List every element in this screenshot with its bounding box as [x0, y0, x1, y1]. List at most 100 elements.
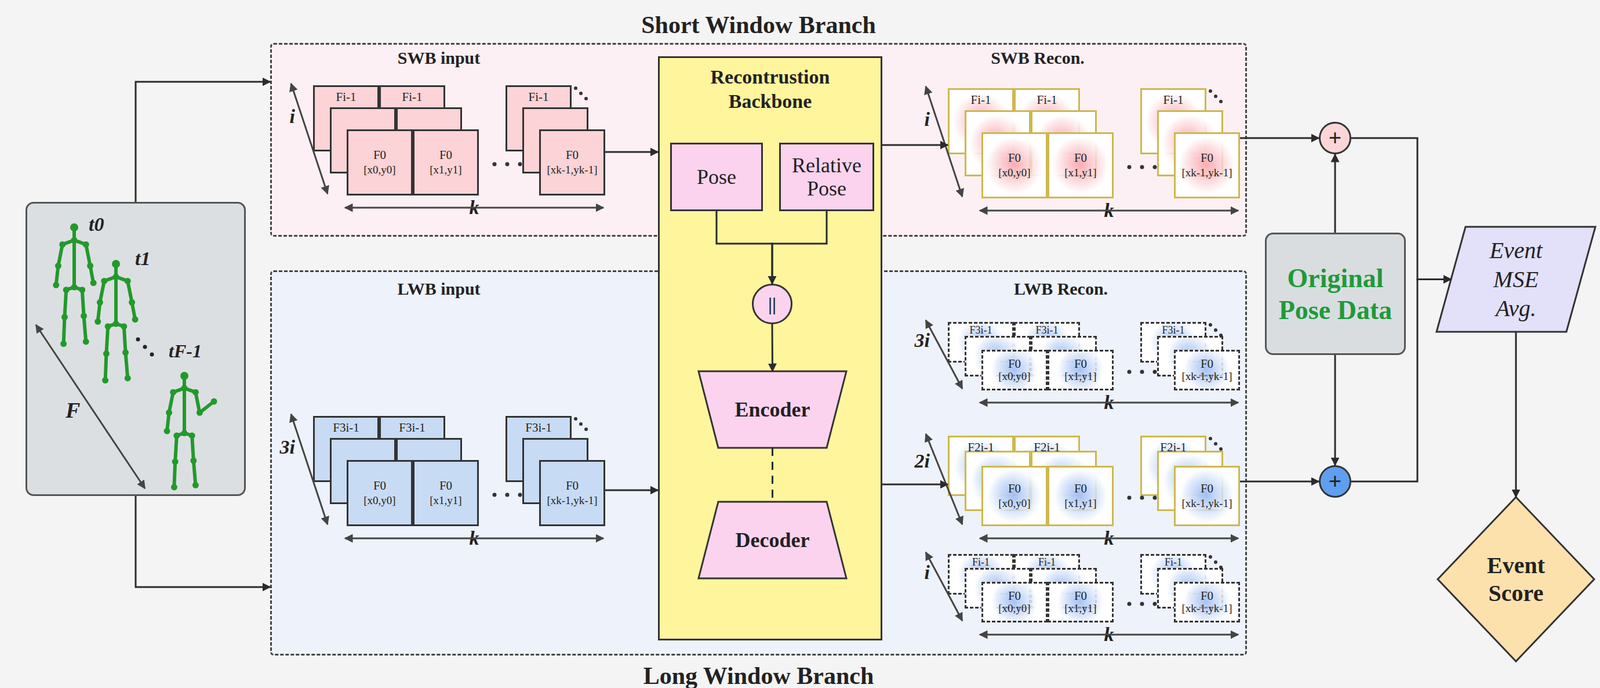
frame-card: F0[xk-1,yk-1] [1173, 465, 1240, 526]
frame-card: F0[xk-1,yk-1] [1173, 132, 1240, 199]
skeleton-bone [176, 433, 185, 436]
frame-index: F0 [1008, 588, 1021, 602]
ellipsis-dot [584, 427, 588, 431]
connector [771, 324, 774, 372]
frame-card: F0[xk-1,yk-1] [1173, 581, 1240, 623]
frame-card: F0[x1,y1] [1047, 132, 1114, 199]
process-box: Pose [670, 142, 763, 212]
keypoint-coord: [x1,y1] [1064, 495, 1097, 511]
skeleton-joint [55, 262, 62, 269]
text-anchor: Recontrustion Backbone [659, 64, 881, 114]
skeleton-joint [165, 409, 173, 416]
node-label: + [1328, 469, 1343, 493]
skeleton-joint [60, 340, 67, 347]
node-label: Event MSE Avg. [1472, 235, 1560, 323]
text-anchor: k [1099, 623, 1119, 645]
connector [1240, 137, 1319, 140]
keypoint-coord: [x1,y1] [1064, 601, 1097, 615]
text-anchor: 3i [279, 436, 295, 458]
skeleton-joint [164, 427, 171, 435]
skeleton-joint [86, 262, 94, 269]
frame-index: Fi-1 [970, 92, 991, 108]
keypoint-coord: [x0,y0] [363, 492, 396, 508]
frame-index: F0 [565, 477, 579, 493]
dimension-label: k [464, 527, 485, 549]
text-anchor: Long Window Branch [271, 660, 1246, 688]
ellipsis-dot [1219, 99, 1223, 104]
skeleton-joint [94, 318, 101, 325]
skeleton-joint [104, 322, 112, 330]
text-anchor: i [924, 561, 930, 583]
keypoint-coord: [xk-1,yk-1] [1181, 369, 1232, 383]
skeleton-bone [85, 244, 90, 266]
text-anchor: k [464, 527, 485, 549]
text-anchor: tF-1 [168, 340, 202, 362]
skeleton-bone [64, 289, 67, 318]
shape-outline [1437, 496, 1595, 661]
backbone-box: Recontrustion BackbonePoseRelative Pose|… [657, 56, 883, 640]
dimension-arrow [979, 633, 1239, 636]
text-anchor: LWB Recon. [1013, 278, 1108, 299]
frame-index: F0 [373, 477, 387, 493]
keypoint-coord: [x0,y0] [998, 369, 1031, 383]
branch-title: Long Window Branch [271, 660, 1246, 688]
skeleton-joint [71, 237, 78, 244]
skeleton-bone [125, 352, 129, 378]
frame-index: F3i-1 [332, 419, 360, 435]
ellipsis-dot [1219, 333, 1223, 337]
skeleton-joint [71, 284, 78, 291]
skeleton-bone [74, 240, 86, 245]
text-anchor: SWB Recon. [990, 48, 1085, 68]
connector [716, 211, 773, 284]
skeleton-bone [82, 289, 85, 316]
skeleton-joint [190, 457, 197, 464]
frame-index: F0 [565, 147, 579, 163]
section-label: SWB input [397, 48, 481, 68]
keypoint-coord: [x0,y0] [998, 165, 1031, 181]
frame-card: F0[x0,y0] [981, 465, 1048, 526]
ellipsis-dot [518, 162, 523, 167]
frame-index: Fi-1 [1038, 555, 1056, 568]
skeleton-joint [124, 374, 132, 381]
keypoint-coord: [x1,y1] [429, 492, 462, 508]
frame-card: F0[x1,y1] [1047, 581, 1114, 623]
skeleton-joint [100, 277, 108, 285]
text-anchor: k [464, 197, 485, 218]
ellipsis-dot [1213, 441, 1218, 446]
node-label: + [1328, 126, 1343, 150]
dimension-arrow [925, 551, 963, 621]
skeleton-joint [180, 371, 189, 380]
frame-card: F0[x0,y0] [981, 581, 1048, 623]
text-anchor: Short Window Branch [271, 9, 1246, 40]
skeleton-joint [59, 241, 66, 248]
ellipsis-dot [579, 91, 583, 96]
skeleton-bone [173, 387, 185, 392]
ellipsis-dot [492, 162, 497, 167]
ellipsis-dot [1219, 565, 1223, 569]
frame-index: F0 [1074, 588, 1087, 602]
frame-index: F0 [1008, 480, 1021, 496]
skeleton-bone [84, 315, 87, 342]
skeleton-bone [99, 280, 104, 303]
text-anchor: t0 [88, 213, 104, 236]
dimension-arrow [291, 413, 328, 525]
skeleton-joint [188, 431, 196, 439]
frame-card: F0[x0,y0] [346, 129, 413, 196]
text-anchor: 3i [914, 329, 930, 351]
dimension-arrow [979, 537, 1239, 540]
ellipsis-dot [579, 422, 583, 426]
ellipsis-dot [1208, 554, 1213, 559]
skeleton-joint [52, 281, 60, 289]
process-box: Relative Pose [779, 142, 875, 212]
dimension-arrow [925, 320, 963, 389]
skeleton-joint [103, 350, 110, 357]
skeleton-joint [171, 483, 178, 490]
ellipsis-dot [1153, 495, 1158, 500]
skeleton-bone [199, 401, 214, 413]
frame-index: F0 [1008, 150, 1021, 166]
text-anchor: k [1099, 200, 1119, 221]
frame-index: F0 [1200, 357, 1214, 370]
skeleton-bone [97, 302, 101, 322]
skeleton-joint [169, 388, 177, 396]
